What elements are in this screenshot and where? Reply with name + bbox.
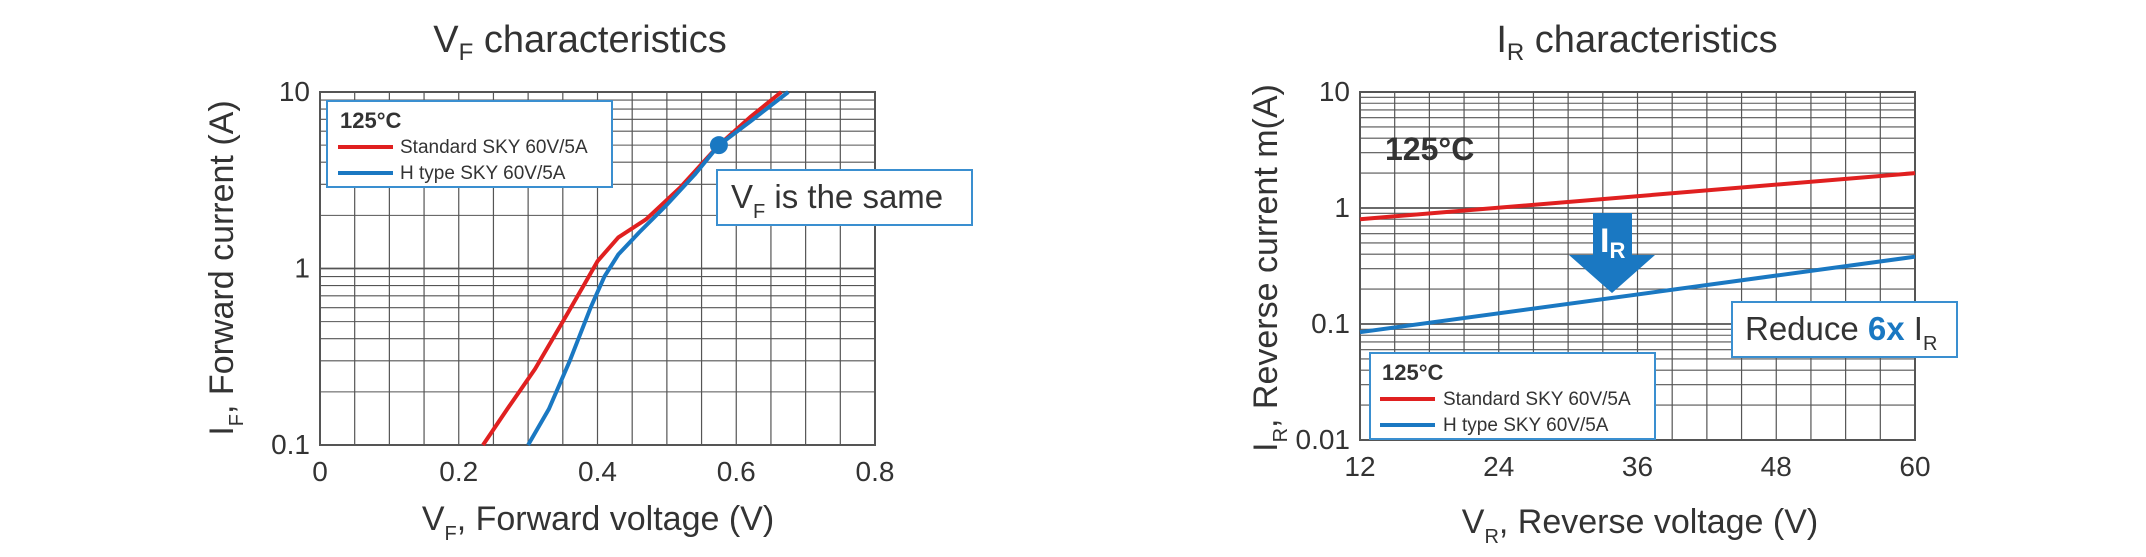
vf-chart-title: VF characteristics	[433, 19, 726, 66]
vf-title-rest: characteristics	[473, 19, 726, 61]
vf-legend: 125°C Standard SKY 60V/5A H type SKY 60V…	[326, 100, 613, 188]
ir-callout-text: Reduce 6x IR	[1745, 310, 1937, 355]
series-line-standard	[1359, 171, 1916, 222]
ir-ylabel-sub: R	[1270, 428, 1292, 442]
x-tick-label: 60	[1899, 451, 1930, 482]
ir-chart-title: IR characteristics	[1496, 19, 1777, 66]
x-tick-label: 0.2	[439, 456, 478, 487]
ir-x-axis-label: VR, Reverse voltage (V)	[1462, 503, 1819, 548]
ir-callout-prefix: Reduce	[1745, 310, 1868, 347]
y-tick-label: 0.1	[271, 429, 310, 460]
x-tick-label: 24	[1483, 451, 1514, 482]
vf-callout-text: VF is the same	[731, 178, 943, 223]
ir-legend: 125°C Standard SKY 60V/5A H type SKY 60V…	[1369, 352, 1656, 440]
ir-reduction-arrow: IR	[1569, 213, 1655, 293]
ir-curves	[1359, 171, 1916, 335]
ir-callout-bold: 6x	[1868, 310, 1905, 347]
x-tick-label: 0.8	[856, 456, 895, 487]
vf-title-main: V	[433, 19, 459, 61]
x-tick-label: 0.4	[578, 456, 617, 487]
ir-legend-label-htype: H type SKY 60V/5A	[1443, 415, 1609, 436]
y-tick-label: 1	[294, 253, 310, 284]
vf-callout-main: V	[731, 178, 753, 215]
y-tick-label: 10	[1319, 76, 1350, 107]
vf-y-tick-labels: 0.1 1 10	[271, 76, 310, 460]
vf-plot-frame	[319, 91, 876, 446]
ir-callout-box	[1731, 301, 1958, 358]
ir-xlabel-sub: R	[1484, 526, 1498, 548]
ir-x-tick-labels: 12 24 36 48 60	[1344, 451, 1930, 482]
ir-arrow-label-sub: R	[1609, 238, 1625, 263]
ir-callout-main: I	[1905, 310, 1923, 347]
x-tick-label: 48	[1761, 451, 1792, 482]
vf-xlabel-sub: F	[445, 523, 457, 545]
ir-xlabel-rest: , Reverse voltage (V)	[1499, 503, 1818, 541]
x-tick-label: 0	[312, 456, 328, 487]
ir-xlabel-main: V	[1462, 503, 1485, 541]
y-tick-label: 0.01	[1296, 424, 1351, 455]
ir-ylabel-main: I	[1247, 442, 1285, 451]
vf-legend-label-standard: Standard SKY 60V/5A	[400, 137, 588, 158]
ir-y-tick-labels: 0.01 0.1 1 10	[1296, 76, 1351, 455]
ir-callout-sub: R	[1923, 333, 1937, 355]
ir-title-main: I	[1496, 19, 1507, 61]
ir-arrow-label-main: I	[1600, 222, 1609, 260]
vf-y-axis-label: IF, Forward current (A)	[203, 100, 248, 435]
vf-x-axis-label: VF, Forward voltage (V)	[422, 500, 774, 545]
ir-legend-title: 125°C	[1382, 360, 1444, 385]
vf-legend-label-htype: H type SKY 60V/5A	[400, 163, 566, 184]
ir-arrow-label: IR	[1600, 222, 1625, 263]
vf-title-sub: F	[459, 39, 474, 66]
vf-ylabel-rest: , Forward current (A)	[203, 100, 241, 414]
y-tick-label: 1	[1334, 192, 1350, 223]
ir-y-axis-label: IR, Reverse current m(A)	[1247, 84, 1292, 452]
x-tick-label: 0.6	[717, 456, 756, 487]
ir-title-sub: R	[1507, 39, 1524, 66]
vf-callout-rest: is the same	[765, 178, 943, 215]
ir-legend-label-standard: Standard SKY 60V/5A	[1443, 389, 1631, 410]
series-line-htype	[1359, 254, 1916, 335]
y-tick-label: 10	[279, 76, 310, 107]
x-tick-label: 12	[1344, 451, 1375, 482]
y-tick-label: 0.1	[1311, 308, 1350, 339]
vf-x-tick-labels: 0 0.2 0.4 0.6 0.8	[312, 456, 894, 487]
vf-equal-point-marker	[709, 136, 728, 155]
vf-legend-title: 125°C	[340, 108, 402, 133]
vf-callout: VF is the same	[716, 169, 973, 226]
x-tick-label: 36	[1622, 451, 1653, 482]
ir-title-rest: characteristics	[1524, 19, 1777, 61]
vf-callout-sub: F	[753, 201, 765, 223]
ir-ylabel-rest: , Reverse current m(A)	[1247, 84, 1285, 428]
vf-xlabel-rest: , Forward voltage (V)	[457, 500, 774, 538]
ir-callout: Reduce 6x IR	[1731, 301, 1958, 358]
vf-ylabel-main: I	[203, 426, 241, 435]
vf-callout-box	[716, 169, 973, 226]
vf-xlabel-main: V	[422, 500, 445, 538]
ir-temperature-label: 125°C	[1385, 131, 1474, 167]
vf-ylabel-sub: F	[226, 414, 248, 426]
ir-arrow-icon	[1569, 213, 1655, 293]
